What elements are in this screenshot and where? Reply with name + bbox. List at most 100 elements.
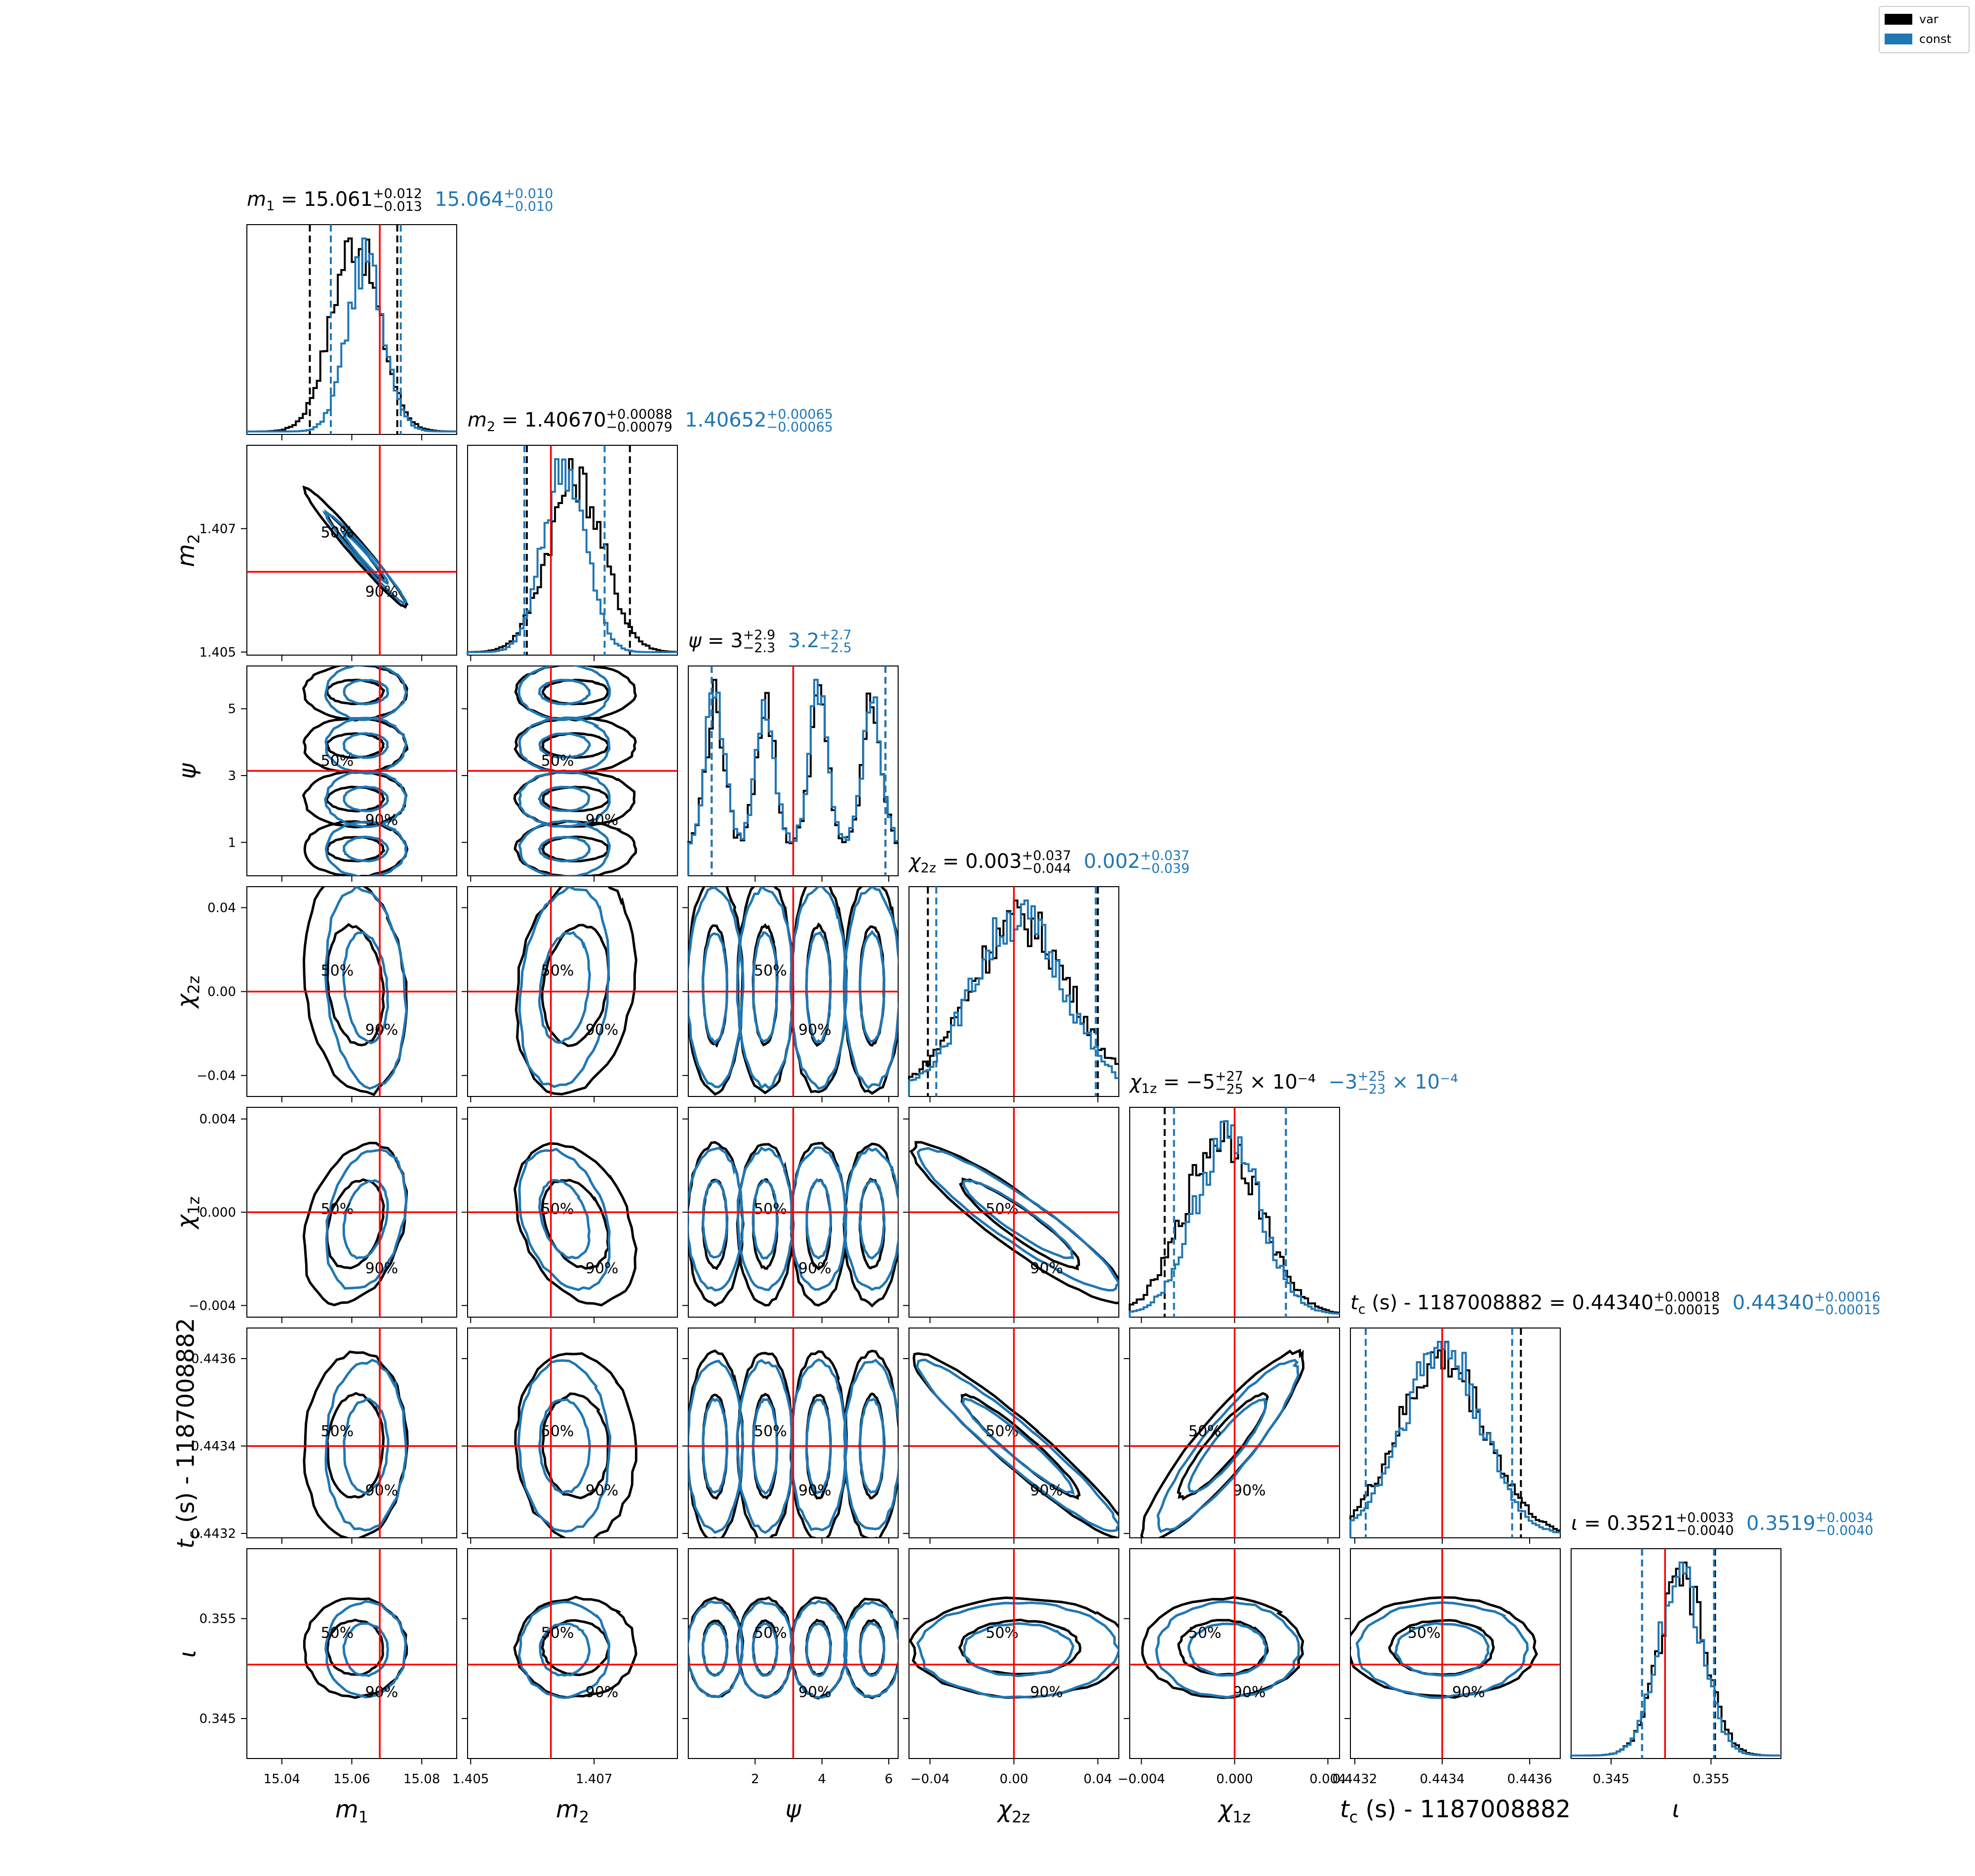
contour-panel-psi-vs-m2: 50%90% <box>462 665 678 882</box>
contours: 50%90% <box>513 1596 637 1701</box>
contour-label: 50% <box>754 1201 787 1218</box>
contour-const-50% <box>538 1178 591 1259</box>
contour-panel-tc-vs-chi1z: 50%90% <box>1124 1328 1340 1544</box>
contour-const-90% <box>688 1146 744 1292</box>
contour-const-50% <box>858 930 886 1043</box>
contour-label: 50% <box>754 962 787 979</box>
contour-const-50% <box>538 1398 591 1494</box>
y-tick-label: −0.004 <box>189 1298 236 1313</box>
contour-label: 90% <box>1030 1482 1063 1499</box>
contour-const-90% <box>324 820 407 876</box>
x-tick-label: 4 <box>818 1772 826 1787</box>
y-axis-label-psi: ψ <box>174 763 201 779</box>
x-axis-label-chi1z: χ1z <box>1218 1796 1251 1827</box>
contour-const-90% <box>789 887 848 1091</box>
panel-title-chi2z: χ2z = 0.003+0.037−0.044 0.002+0.037−0.03… <box>909 848 1190 876</box>
y-axis-label-m2: m2 <box>172 533 203 567</box>
contour-const-50% <box>702 1621 729 1677</box>
contours: 50%90% <box>688 1349 898 1538</box>
contour-const-50% <box>805 1398 832 1494</box>
contour-const-50% <box>537 785 591 812</box>
contour-var-50% <box>1177 1392 1269 1501</box>
contour-const-50% <box>342 931 390 1045</box>
contour-const-90% <box>517 1359 612 1533</box>
contours: 50%90% <box>912 1352 1119 1538</box>
x-axis-label-m2: m2 <box>555 1796 590 1827</box>
contour-const-50% <box>538 931 591 1044</box>
contour-const-50% <box>963 1622 1075 1678</box>
y-tick-label: 5 <box>228 702 236 717</box>
contours: 50%90% <box>303 1350 409 1538</box>
legend-label-const: const <box>1919 32 1952 46</box>
contour-label: 50% <box>541 1201 574 1218</box>
contour-const-50% <box>538 732 591 759</box>
contour-label: 90% <box>1452 1683 1485 1701</box>
hist-var <box>1349 1341 1560 1538</box>
contour-const-50% <box>342 835 390 863</box>
contour-const-90% <box>688 887 745 1089</box>
y-tick-label: 0.4432 <box>191 1526 236 1541</box>
contour-const-50% <box>805 1622 832 1678</box>
contour-const-50% <box>1394 1622 1490 1677</box>
panel-title-iota: ι = 0.3521+0.0033−0.0040 0.3519+0.0034−0… <box>1571 1510 1874 1538</box>
contour-var-50% <box>325 1178 385 1270</box>
contour-label: 90% <box>586 1482 619 1499</box>
legend-label-var: var <box>1919 12 1938 26</box>
contour-const-50% <box>342 732 389 759</box>
contour-var-50% <box>541 835 610 862</box>
hist-var <box>246 237 457 434</box>
contour-const-50% <box>1187 1398 1267 1494</box>
contour-var-90% <box>688 1141 745 1307</box>
y-tick-label: 1.405 <box>199 645 236 660</box>
contour-label: 90% <box>365 1683 398 1701</box>
contour-label: 90% <box>1030 1683 1063 1701</box>
hist-panel-m2 <box>467 445 678 661</box>
hist-panel-psi <box>687 665 899 882</box>
contour-label: 50% <box>321 1201 354 1218</box>
legend-swatch-var <box>1885 14 1912 25</box>
contours: 50% 90% <box>1141 1596 1304 1701</box>
contour-const-90% <box>324 887 408 1090</box>
contour-var-50% <box>325 836 386 862</box>
panel-title-m2: m2 = 1.40670+0.00088−0.00079 1.40652+0.0… <box>468 407 833 435</box>
contour-const-50% <box>751 1398 779 1495</box>
contour-label: 90% <box>586 1683 619 1701</box>
x-axis-label-m1: m1 <box>335 1796 369 1827</box>
contour-const-50% <box>751 1179 779 1260</box>
contour-const-90% <box>736 887 794 1090</box>
x-tick-label: 0.4432 <box>1332 1772 1377 1787</box>
x-tick-label: 6 <box>885 1772 893 1787</box>
y-tick-label: 0.4434 <box>191 1439 236 1454</box>
y-axis-label-chi2z: χ2z <box>172 975 203 1008</box>
contour-label: 90% <box>798 1021 831 1039</box>
contour-const-50% <box>343 1398 390 1495</box>
contour-label: 90% <box>1233 1683 1266 1701</box>
contours: 50%90% <box>303 1597 408 1701</box>
contour-label: 50% <box>754 1423 787 1440</box>
contour-const-50% <box>342 1622 390 1678</box>
x-tick-label: 0.4436 <box>1507 1772 1552 1787</box>
contour-const-90% <box>322 508 407 606</box>
contour-label: 50% <box>321 1423 354 1440</box>
x-tick-label: 0.345 <box>1593 1772 1629 1787</box>
contour-const-90% <box>324 1359 408 1532</box>
contour-const-50% <box>342 1179 389 1260</box>
contour-var-50% <box>542 785 610 813</box>
contours: 50%90% <box>514 1142 638 1307</box>
contour-label: 50% <box>1188 1624 1222 1642</box>
contour-var-90% <box>688 1349 745 1538</box>
contour-var-50% <box>541 678 610 705</box>
contour-const-50% <box>805 931 832 1044</box>
contour-label: 50% <box>321 962 354 979</box>
contour-const-50% <box>751 1622 779 1677</box>
y-tick-label: 0.355 <box>199 1612 236 1627</box>
contour-const-50% <box>343 785 390 813</box>
contours: 50%90% <box>513 666 637 876</box>
y-axis-label-tc: tc (s) - 1187008882 <box>172 1317 203 1549</box>
contour-var-90% <box>1350 1596 1538 1699</box>
contours: 50%90% <box>302 485 409 609</box>
